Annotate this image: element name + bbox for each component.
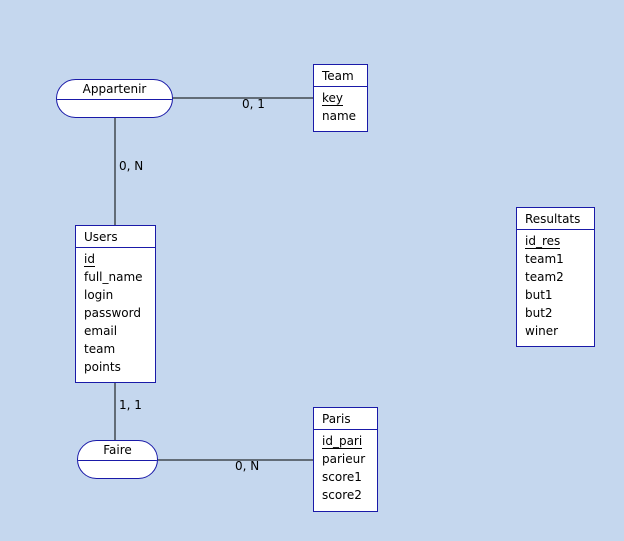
cardinality-faire-users: 1, 1 [119, 398, 142, 412]
attribute-score1: score1 [322, 470, 362, 484]
entity-users[interactable]: Users id full_name login password email … [75, 225, 156, 383]
relation-faire[interactable]: Faire [77, 440, 158, 479]
attribute-list: key name [314, 87, 367, 125]
entity-title: Paris [314, 408, 377, 430]
attribute-but1: but1 [525, 288, 553, 302]
attribute-login: login [84, 288, 114, 302]
attribute-full-name: full_name [84, 270, 143, 284]
attribute-but2: but2 [525, 306, 553, 320]
attribute-winer: winer [525, 324, 559, 338]
relation-faire-label: Faire [103, 443, 132, 457]
attribute-key-key: key [322, 91, 344, 106]
attribute-id-pari-key: id_pari [322, 434, 363, 449]
relation-appartenir-label: Appartenir [82, 82, 147, 96]
attribute-name: name [322, 109, 357, 123]
entity-title: Users [76, 226, 155, 248]
entity-title: Team [314, 65, 367, 87]
entity-resultats[interactable]: Resultats id_res team1 team2 but1 but2 w… [516, 207, 595, 347]
relation-appartenir[interactable]: Appartenir [56, 79, 173, 118]
attribute-list: id_res team1 team2 but1 but2 winer [517, 230, 594, 340]
attribute-id-key: id [84, 252, 95, 267]
cardinality-faire-paris: 0, N [235, 459, 260, 473]
entity-paris[interactable]: Paris id_pari parieur score1 score2 [313, 407, 378, 512]
attribute-email: email [84, 324, 118, 338]
attribute-team2: team2 [525, 270, 564, 284]
attribute-list: id full_name login password email team p… [76, 248, 155, 376]
cardinality-appartenir-users: 0, N [119, 159, 144, 173]
relation-divider [57, 99, 172, 100]
attribute-password: password [84, 306, 141, 320]
attribute-team: team [84, 342, 116, 356]
attribute-points: points [84, 360, 121, 374]
attribute-team1: team1 [525, 252, 564, 266]
relation-divider [78, 460, 157, 461]
cardinality-appartenir-team: 0, 1 [242, 97, 265, 111]
entity-title: Resultats [517, 208, 594, 230]
attribute-score2: score2 [322, 488, 362, 502]
attribute-list: id_pari parieur score1 score2 [314, 430, 377, 504]
attribute-parieur: parieur [322, 452, 366, 466]
attribute-id-res-key: id_res [525, 234, 561, 249]
entity-team[interactable]: Team key name [313, 64, 368, 132]
